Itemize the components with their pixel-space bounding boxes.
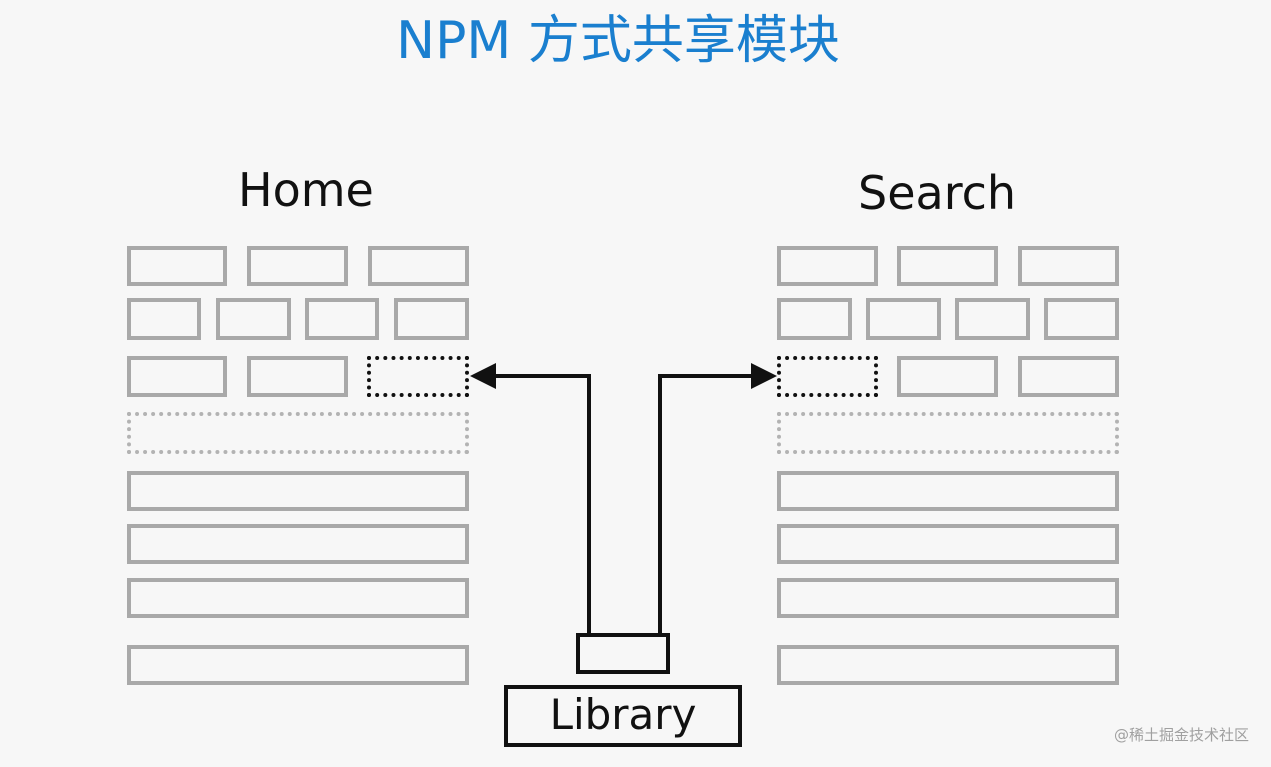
search-module-bar bbox=[777, 578, 1119, 618]
search-module-bar bbox=[777, 524, 1119, 564]
search-module-block bbox=[1018, 246, 1119, 286]
library-box: Library bbox=[504, 685, 742, 747]
home-shared-module-slot bbox=[367, 356, 469, 397]
home-module-bar bbox=[127, 524, 469, 564]
home-module-block bbox=[247, 246, 348, 286]
home-module-block bbox=[247, 356, 348, 397]
search-module-bar bbox=[777, 645, 1119, 685]
home-module-block bbox=[127, 298, 201, 340]
search-module-block bbox=[897, 246, 998, 286]
watermark-text: @稀土掘金技术社区 bbox=[1113, 726, 1249, 744]
home-module-block bbox=[368, 246, 469, 286]
home-module-block bbox=[127, 356, 227, 397]
home-app-label: Home bbox=[238, 163, 374, 217]
arrow-to-search bbox=[658, 374, 754, 635]
search-module-bar bbox=[777, 471, 1119, 511]
search-shared-module-slot bbox=[777, 356, 878, 397]
home-module-block bbox=[216, 298, 291, 340]
home-module-placeholder bbox=[127, 412, 469, 454]
search-app-label: Search bbox=[858, 166, 1017, 220]
search-module-block bbox=[897, 356, 998, 397]
search-module-block bbox=[1044, 298, 1119, 340]
library-label: Library bbox=[549, 690, 697, 739]
home-module-block bbox=[305, 298, 379, 340]
search-module-block bbox=[1018, 356, 1119, 397]
search-module-block bbox=[777, 298, 852, 340]
arrowhead-left-icon bbox=[470, 363, 496, 389]
home-module-block bbox=[127, 246, 227, 286]
search-module-block bbox=[777, 246, 878, 286]
home-module-bar bbox=[127, 471, 469, 511]
page-title: NPM 方式共享模块 bbox=[396, 11, 840, 71]
search-module-block bbox=[955, 298, 1030, 340]
home-module-bar bbox=[127, 578, 469, 618]
library-export-module bbox=[576, 633, 670, 674]
search-module-placeholder bbox=[777, 412, 1119, 454]
arrowhead-right-icon bbox=[751, 363, 777, 389]
home-module-bar bbox=[127, 645, 469, 685]
home-module-block bbox=[394, 298, 469, 340]
search-module-block bbox=[866, 298, 941, 340]
arrow-to-home bbox=[494, 374, 591, 635]
